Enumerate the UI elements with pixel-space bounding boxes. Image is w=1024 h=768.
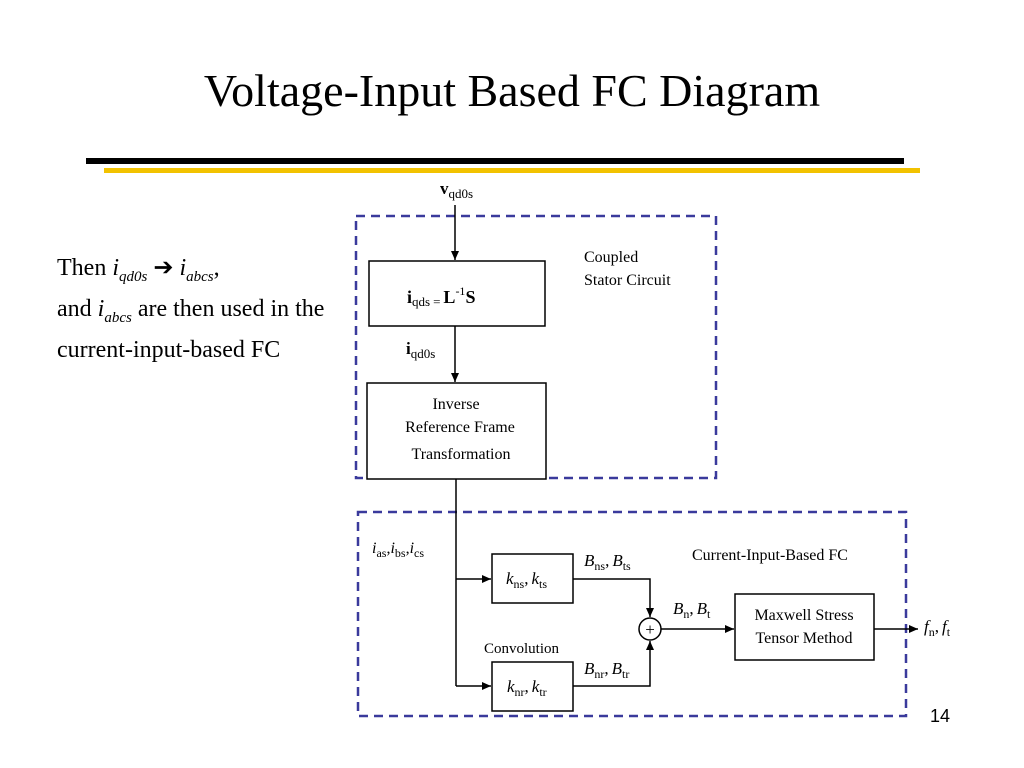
body-text: Then iqd0s ➔ iabcs, and iabcs are then u… [57, 255, 325, 363]
output-label: fn,ft [924, 617, 951, 639]
bnr-path [573, 641, 654, 687]
slide-title: Voltage-Input Based FC Diagram [203, 65, 821, 116]
bnr-label: Bnr,Btr [584, 659, 629, 681]
inverse-transform-box [366, 382, 547, 480]
cifc-label: Current-Input-Based FC [692, 547, 848, 564]
bn-label: Bn,Bt [673, 599, 711, 621]
maxwell-line1: Maxwell Stress [754, 607, 853, 624]
bns-label: Bns,Bts [584, 551, 631, 573]
inverse-line3: Transformation [412, 446, 511, 463]
kns-text: kns,kts [506, 569, 547, 591]
maxwell-line2: Tensor Method [755, 630, 852, 647]
inverse-line2: Reference Frame [405, 419, 515, 436]
kns-box [491, 553, 574, 604]
title-rule-yellow [104, 168, 920, 173]
current-input-fc-region [356, 510, 908, 718]
knr-box [491, 661, 574, 712]
equation-text: iqds=L-1S [407, 284, 475, 309]
text-then: Then [57, 255, 107, 281]
currents-label: ias,ibs,ics [372, 540, 424, 560]
text-iabcs: iabcs [179, 255, 214, 285]
iqd0s-label: iqd0s [406, 339, 435, 361]
coupled-label-line2: Stator Circuit [584, 272, 671, 289]
sum-symbol: + [645, 620, 655, 639]
inverse-line1: Inverse [432, 396, 479, 413]
bns-path [573, 578, 654, 617]
text-iqd0s: iqd0s [112, 255, 148, 285]
arrow-icon: ➔ [153, 255, 174, 281]
page-number: 14 [930, 706, 951, 726]
maxwell-box [734, 593, 875, 661]
text-and: and [57, 295, 92, 322]
coupled-label-line1: Coupled [584, 249, 638, 266]
title-rule-black [86, 158, 904, 164]
input-voltage-label: vqd0s [440, 179, 473, 201]
equation-box [368, 260, 546, 327]
text-iabcs-2: iabcs [97, 295, 132, 326]
knr-text: knr,ktr [507, 677, 547, 699]
convolution-label: Convolution [484, 641, 560, 657]
text-rest: are then used in the current-input-based… [57, 295, 325, 363]
